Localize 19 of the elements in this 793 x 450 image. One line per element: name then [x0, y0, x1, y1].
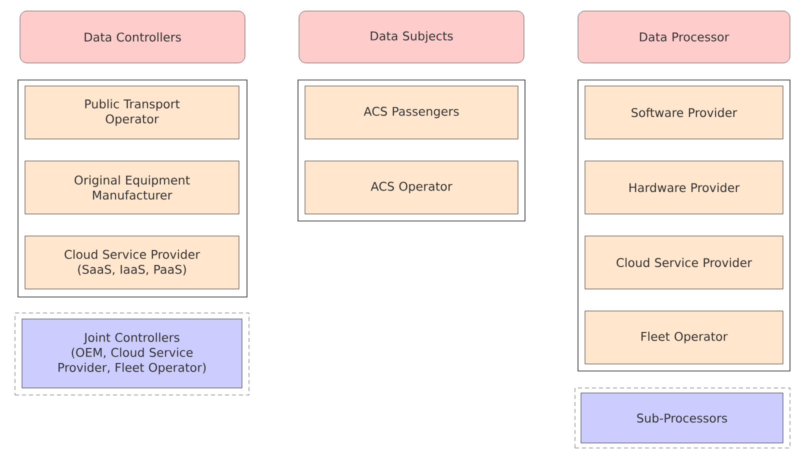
- role-box: Hardware Provider: [584, 160, 784, 214]
- role-box: ACS Passengers: [304, 86, 518, 140]
- group-box: [18, 80, 248, 298]
- group-box: [578, 80, 790, 372]
- heading-box: Data Controllers: [20, 10, 246, 64]
- role-box: ACS Operator: [304, 160, 518, 214]
- role-box: Original Equipment Manufacturer: [24, 160, 240, 214]
- role-box: Public Transport Operator: [24, 86, 240, 140]
- role-box: Joint Controllers (OEM, Cloud Service Provider, Fleet Operator): [22, 318, 242, 388]
- role-box: Cloud Service Provider: [584, 236, 784, 290]
- heading-box: Data Processor: [578, 10, 790, 64]
- group-box: [298, 80, 526, 222]
- role-box: Sub-Processors: [580, 392, 784, 444]
- role-box: Cloud Service Provider (SaaS, IaaS, PaaS): [24, 236, 240, 290]
- dashed-group-box: [14, 312, 250, 396]
- role-box: Software Provider: [584, 86, 784, 140]
- dashed-group-box: [574, 388, 790, 448]
- role-box: Fleet Operator: [584, 310, 784, 364]
- heading-box: Data Subjects: [298, 10, 524, 64]
